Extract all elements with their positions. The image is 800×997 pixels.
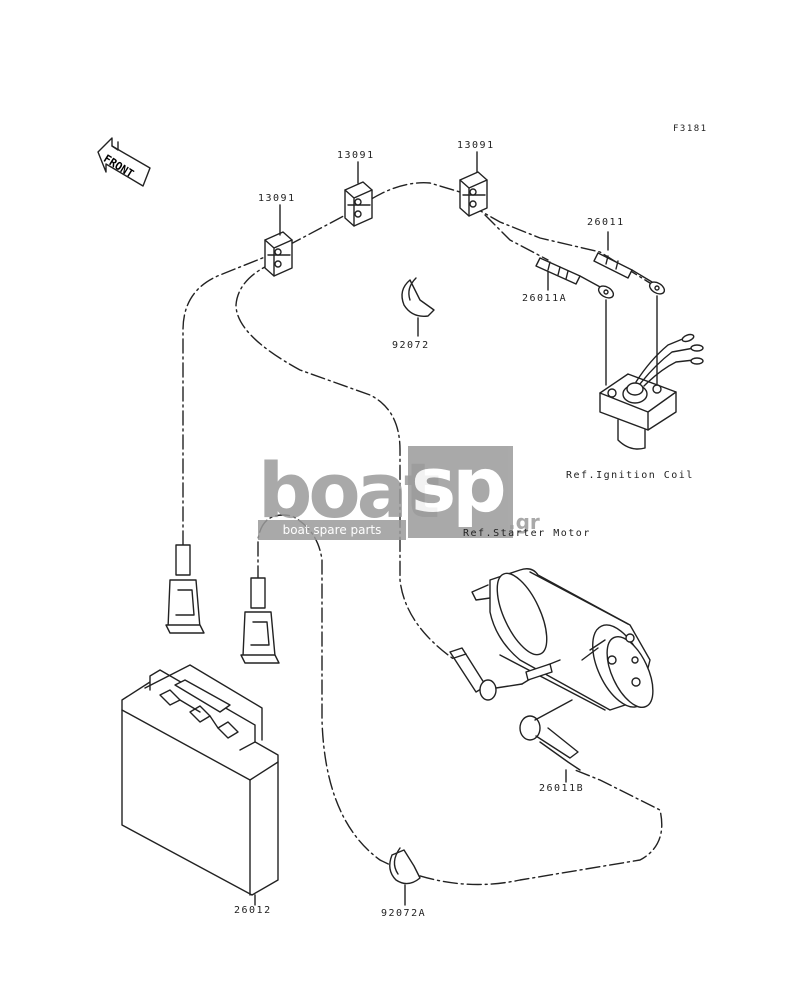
label-clamp-left: 13091 (258, 193, 296, 204)
clamp-middle (344, 181, 373, 227)
starter-motor (471, 568, 654, 711)
band-lower (389, 847, 421, 885)
label-band-upper: 92072 (392, 340, 430, 351)
battery-connector-left (165, 544, 205, 634)
label-band-lower: 92072A (381, 908, 427, 919)
battery-cable-left (182, 182, 471, 546)
battery (121, 664, 279, 896)
ref-starter-motor: Ref.Starter Motor (463, 528, 591, 539)
cable-26011B-end (519, 699, 581, 771)
watermark-logo: boat sp .gr boat spare parts (258, 440, 548, 552)
watermark-brand-right: sp (411, 440, 507, 529)
cable-26011A-terminal (535, 257, 615, 299)
battery-cable-right (257, 514, 663, 886)
figure-code: F3181 (673, 124, 708, 134)
watermark-tagline: boat spare parts (258, 520, 406, 540)
watermark-brand-box: sp (408, 440, 513, 538)
battery-connector-right (240, 577, 280, 664)
label-cable-a: 26011A (522, 293, 568, 304)
label-clamp-middle: 13091 (337, 150, 375, 161)
front-arrow-icon (97, 137, 151, 187)
starter-cable-end (449, 647, 553, 701)
watermark-domain: .gr (508, 510, 540, 534)
ref-ignition-coil: Ref.Ignition Coil (566, 470, 694, 481)
label-cable-top: 26011 (587, 217, 625, 228)
label-cable-b: 26011B (539, 783, 585, 794)
cable-26011-terminal (593, 252, 666, 295)
label-clamp-right: 13091 (457, 140, 495, 151)
starter-cable (235, 261, 456, 661)
label-battery: 26012 (234, 905, 272, 916)
clamp-left (264, 231, 293, 277)
ignition-coil (599, 333, 704, 450)
band-upper (401, 277, 435, 317)
clamp-right (459, 171, 488, 217)
